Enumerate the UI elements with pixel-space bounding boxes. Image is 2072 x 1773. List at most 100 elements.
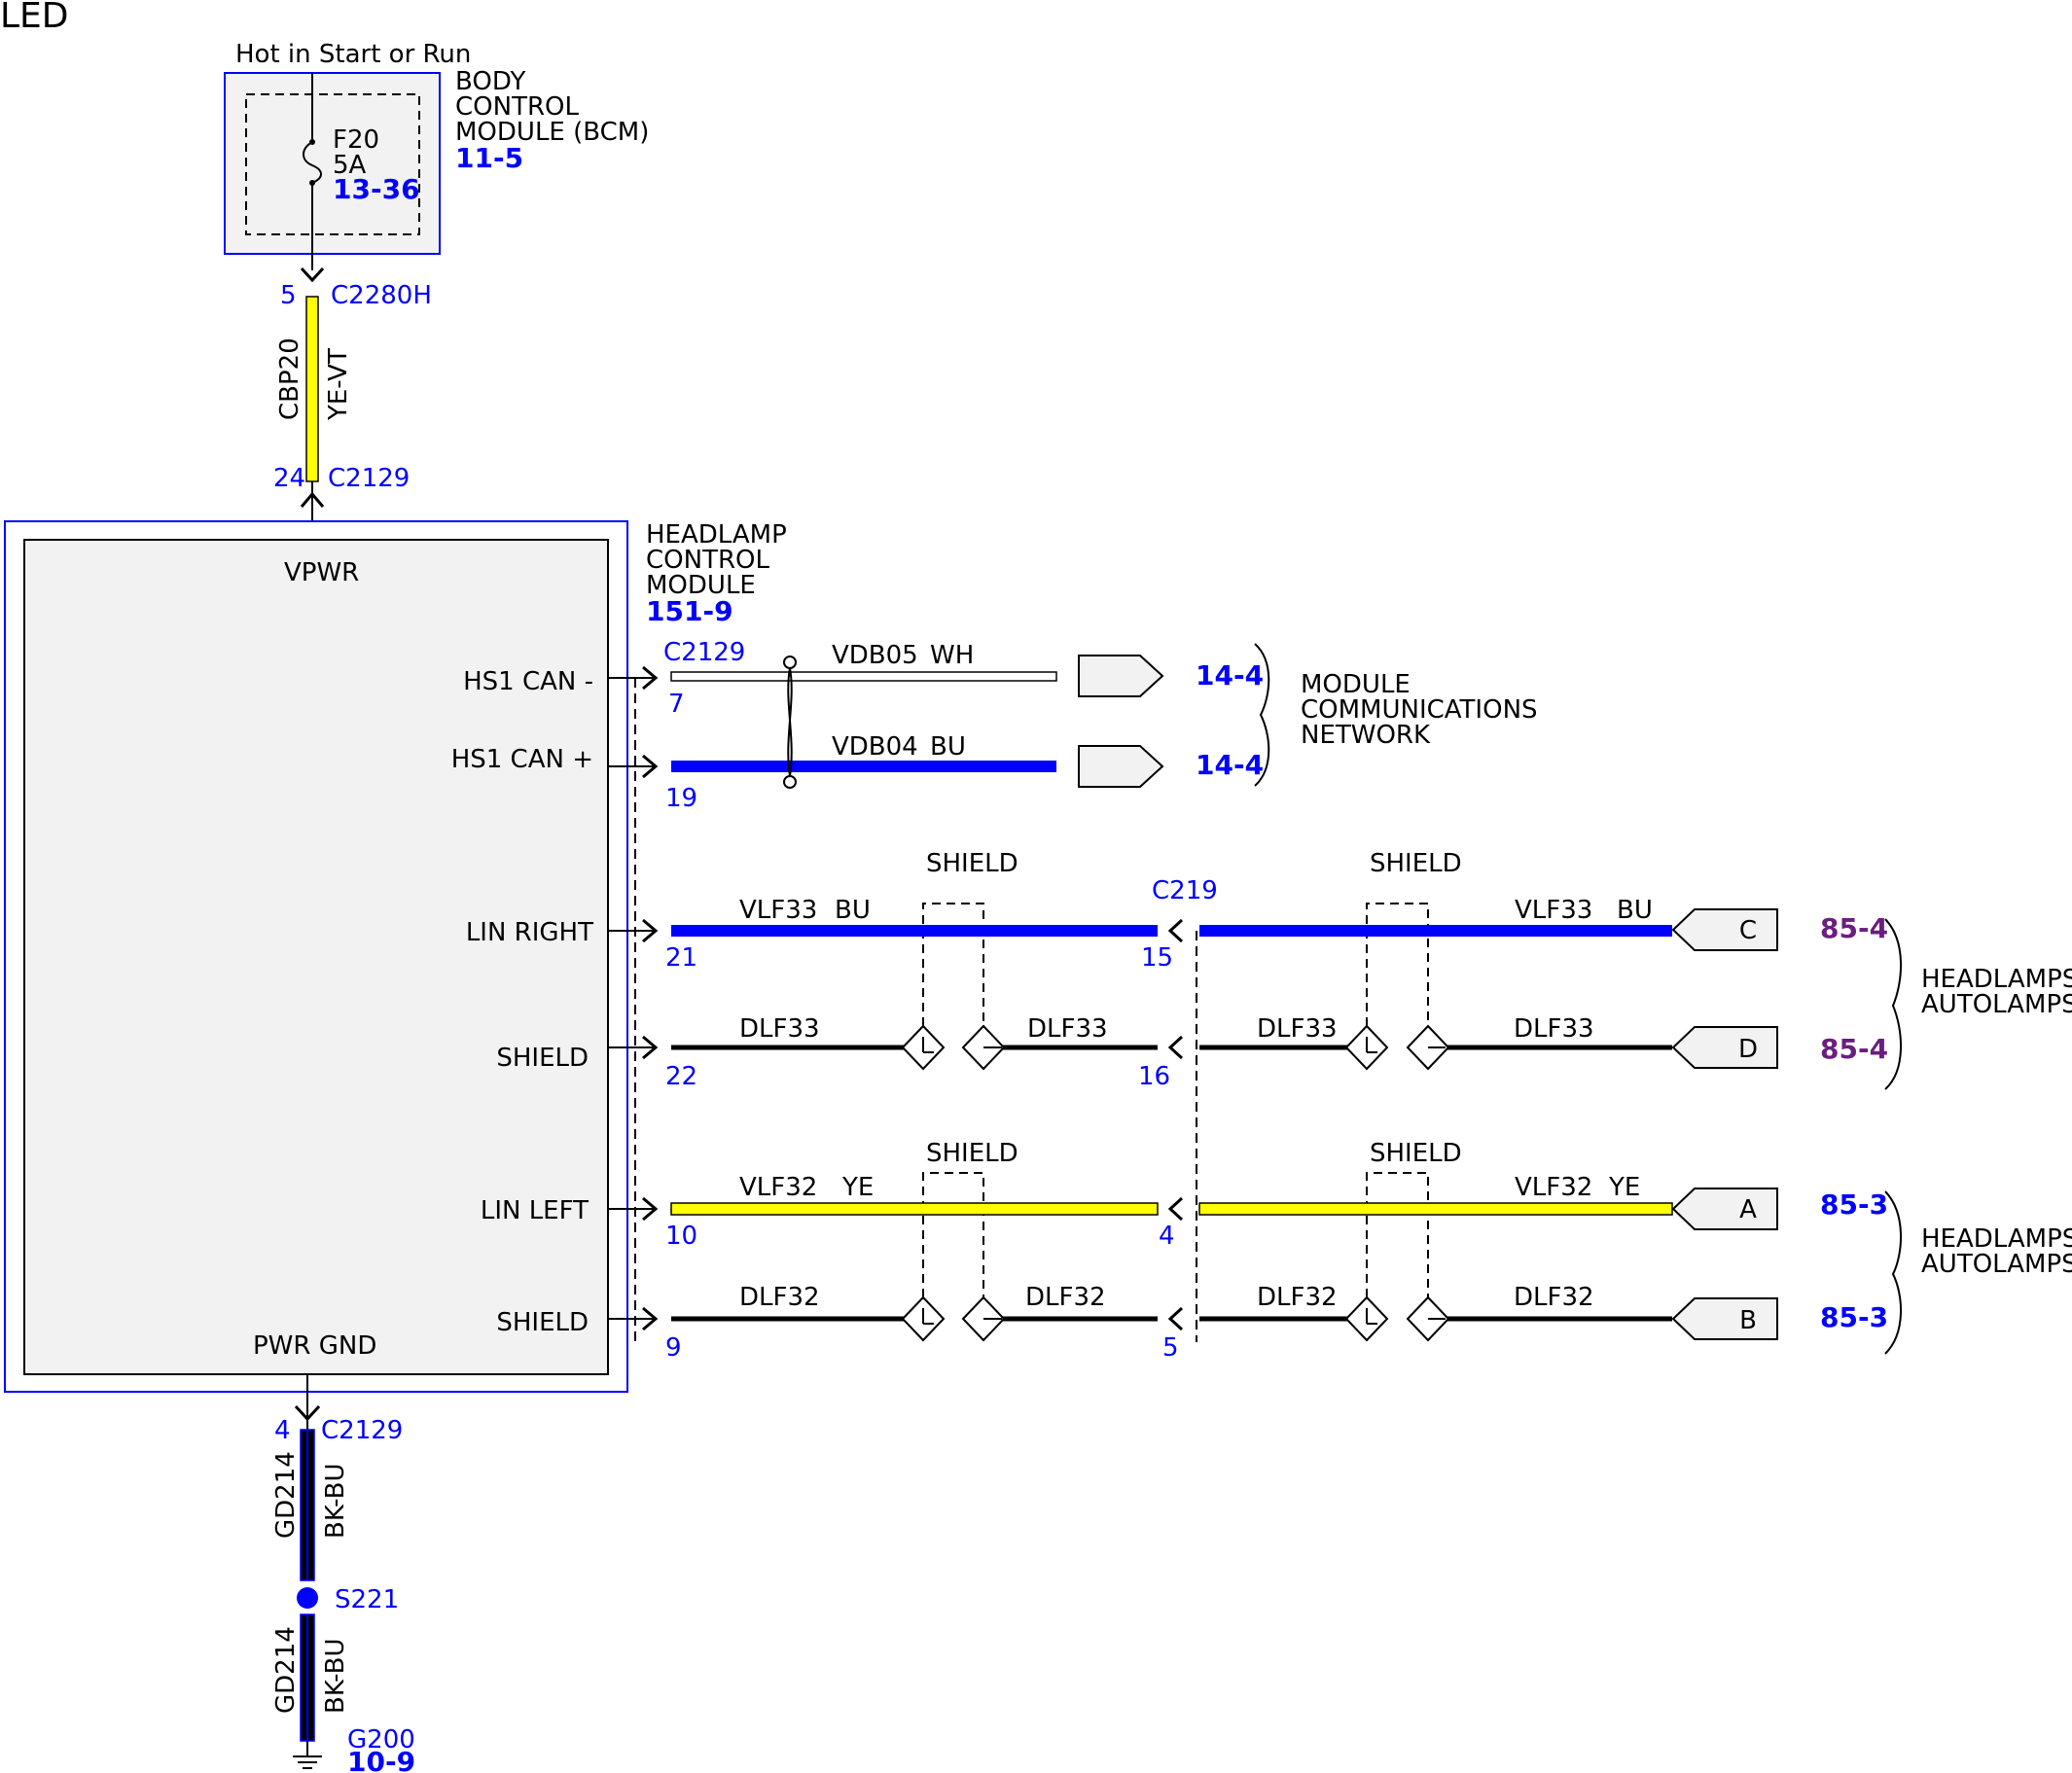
connector-c219: C219 <box>1152 876 1218 905</box>
fuse-ref[interactable]: 13-36 <box>333 173 420 205</box>
can-label-line-2: COMMUNICATIONS <box>1301 695 1538 725</box>
pin-4-ground: 4 <box>274 1416 291 1445</box>
ground-g200: G200 <box>347 1725 415 1755</box>
shield-label-right-2: SHIELD <box>1370 849 1462 878</box>
connector-d-tab[interactable] <box>1671 1026 1778 1069</box>
pin-7: 7 <box>668 690 685 719</box>
shield-label-left-2: SHIELD <box>1370 1139 1462 1168</box>
connector-c2129-power: C2129 <box>328 464 410 493</box>
color-bk-bu-upper: BK-BU <box>321 1464 350 1539</box>
connector-b-tab[interactable] <box>1671 1297 1778 1340</box>
hot-label: Hot in Start or Run <box>235 40 471 69</box>
circuit-dlf33-1: DLF33 <box>739 1014 820 1044</box>
can-network: C2129 7 VDB05 WH 19 VDB04 BU 14-4 14-4 M… <box>663 638 1538 813</box>
circuit-vlf32-left: VLF32 <box>739 1173 817 1202</box>
wire-vdb04[interactable] <box>671 761 1056 772</box>
circuit-vlf33-right: VLF33 <box>1515 896 1592 925</box>
fuse-rating: 5A <box>333 151 367 180</box>
wire-vlf32-right[interactable] <box>1198 1202 1673 1216</box>
color-bu-can: BU <box>930 732 966 762</box>
lin-right-label-line-2: AUTOLAMPS <box>1921 990 2072 1019</box>
bcm-ref[interactable]: 11-5 <box>455 142 523 174</box>
bcm-fuse-box <box>245 93 420 235</box>
wire-cbp20[interactable] <box>305 296 319 482</box>
wire-vlf32-left[interactable] <box>670 1202 1159 1216</box>
wire-vlf33-right[interactable] <box>1199 925 1672 937</box>
lin-left-circuit: SHIELD SHIELD VLF32 YE VLF32 YE 10 4 DLF… <box>665 1139 2072 1363</box>
pin-label-lin-left: LIN LEFT <box>481 1196 589 1225</box>
pin-label-vpwr: VPWR <box>284 558 359 587</box>
twisted-pair-icon <box>783 656 797 789</box>
wire-vlf33-left[interactable] <box>671 925 1158 937</box>
bcm-box <box>224 72 441 255</box>
connector-d-letter: D <box>1738 1035 1758 1064</box>
ground-ref[interactable]: 10-9 <box>347 1746 415 1773</box>
connector-c-letter: C <box>1739 916 1757 945</box>
circuit-dlf32-1: DLF32 <box>739 1283 820 1312</box>
lin-right-shield-ref[interactable]: 85-4 <box>1820 1033 1888 1065</box>
lin-right-brace-icon <box>1884 918 1903 1090</box>
connector-c-tab[interactable] <box>1671 908 1778 951</box>
lin-left-shield-ref[interactable]: 85-3 <box>1820 1301 1888 1333</box>
can-brace-icon <box>1254 643 1270 787</box>
pin-24: 24 <box>273 464 305 493</box>
splice-s221-icon[interactable] <box>297 1587 318 1609</box>
hcm-name-line-3: MODULE <box>646 571 756 600</box>
c219-arrows-right <box>1167 918 1184 1060</box>
can-label-line-3: NETWORK <box>1301 721 1431 750</box>
can-plus-ref[interactable]: 14-4 <box>1196 749 1264 781</box>
shield-label-right-1: SHIELD <box>926 849 1018 878</box>
lin-right-signal-ref[interactable]: 85-4 <box>1820 912 1888 944</box>
circuit-gd214-upper: GD214 <box>271 1451 301 1539</box>
color-bu-left: BU <box>835 896 871 925</box>
ground-connector-arrow-icon <box>294 1404 321 1422</box>
circuit-dlf32-4: DLF32 <box>1514 1283 1594 1312</box>
circuit-dlf33-3: DLF33 <box>1257 1014 1338 1044</box>
can-plus-flag[interactable] <box>1078 745 1164 788</box>
connector-b-letter: B <box>1739 1306 1757 1335</box>
hcm-block: HEADLAMP CONTROL MODULE 151-9 VPWR PWR G… <box>4 520 787 1393</box>
pin-label-shield-right: SHIELD <box>496 1044 589 1073</box>
color-wh: WH <box>930 641 974 670</box>
circuit-vlf32-right: VLF32 <box>1515 1173 1592 1202</box>
color-ye-left: YE <box>841 1173 874 1202</box>
circuit-vdb04: VDB04 <box>832 732 918 762</box>
lin-left-label-line-1: HEADLAMPS/ <box>1921 1224 2072 1254</box>
connector-a-tab[interactable] <box>1671 1188 1778 1230</box>
circuit-cbp20: CBP20 <box>275 337 304 420</box>
lin-left-signal-ref[interactable]: 85-3 <box>1820 1188 1888 1221</box>
lin-left-brace-icon <box>1884 1190 1902 1355</box>
wire-vdb05[interactable] <box>670 671 1057 682</box>
color-ye-right: YE <box>1608 1173 1640 1202</box>
circuit-dlf32-2: DLF32 <box>1025 1283 1106 1312</box>
pin-label-lin-right: LIN RIGHT <box>466 918 593 947</box>
pin-9: 9 <box>665 1333 682 1363</box>
connector-a-letter: A <box>1739 1195 1757 1224</box>
can-minus-ref[interactable]: 14-4 <box>1196 659 1264 691</box>
ground-circuit: 4 C2129 GD214 BK-BU S221 GD214 BK-BU G20… <box>271 1374 415 1773</box>
shield-label-left-1: SHIELD <box>926 1139 1018 1168</box>
circuit-dlf32-3: DLF32 <box>1257 1283 1338 1312</box>
hcm-inner-box <box>23 539 609 1375</box>
bcm-block: Hot in Start or Run F20 5A 13-36 BODY CO… <box>224 40 649 270</box>
pin-label-hs1-can-plus: HS1 CAN + <box>451 745 593 774</box>
connector-c2280h: C2280H <box>331 281 432 310</box>
c219-arrows-left <box>1167 1196 1184 1331</box>
can-minus-flag[interactable] <box>1078 655 1164 697</box>
pin-label-shield-left: SHIELD <box>496 1308 589 1337</box>
hcm-ref[interactable]: 151-9 <box>646 595 733 627</box>
pin-22: 22 <box>665 1062 697 1091</box>
color-bk-bu-lower: BK-BU <box>321 1639 350 1714</box>
splice-s221: S221 <box>335 1585 399 1614</box>
page-title: LED <box>0 0 69 36</box>
pin-label-pwr-gnd: PWR GND <box>253 1331 376 1361</box>
can-label-line-1: MODULE <box>1301 670 1411 699</box>
fuse-id: F20 <box>333 125 379 155</box>
pin-21: 21 <box>665 943 697 973</box>
lin-right-circuit: C219 SHIELD SHIELD VLF33 BU VLF33 BU 21 … <box>665 849 2072 1091</box>
pin-16: 16 <box>1138 1062 1170 1091</box>
color-ye-vt: YE-VT <box>324 348 353 421</box>
pin-15: 15 <box>1141 943 1173 973</box>
pin-5: 5 <box>280 281 297 310</box>
hcm-pin-stubs <box>608 677 656 1320</box>
